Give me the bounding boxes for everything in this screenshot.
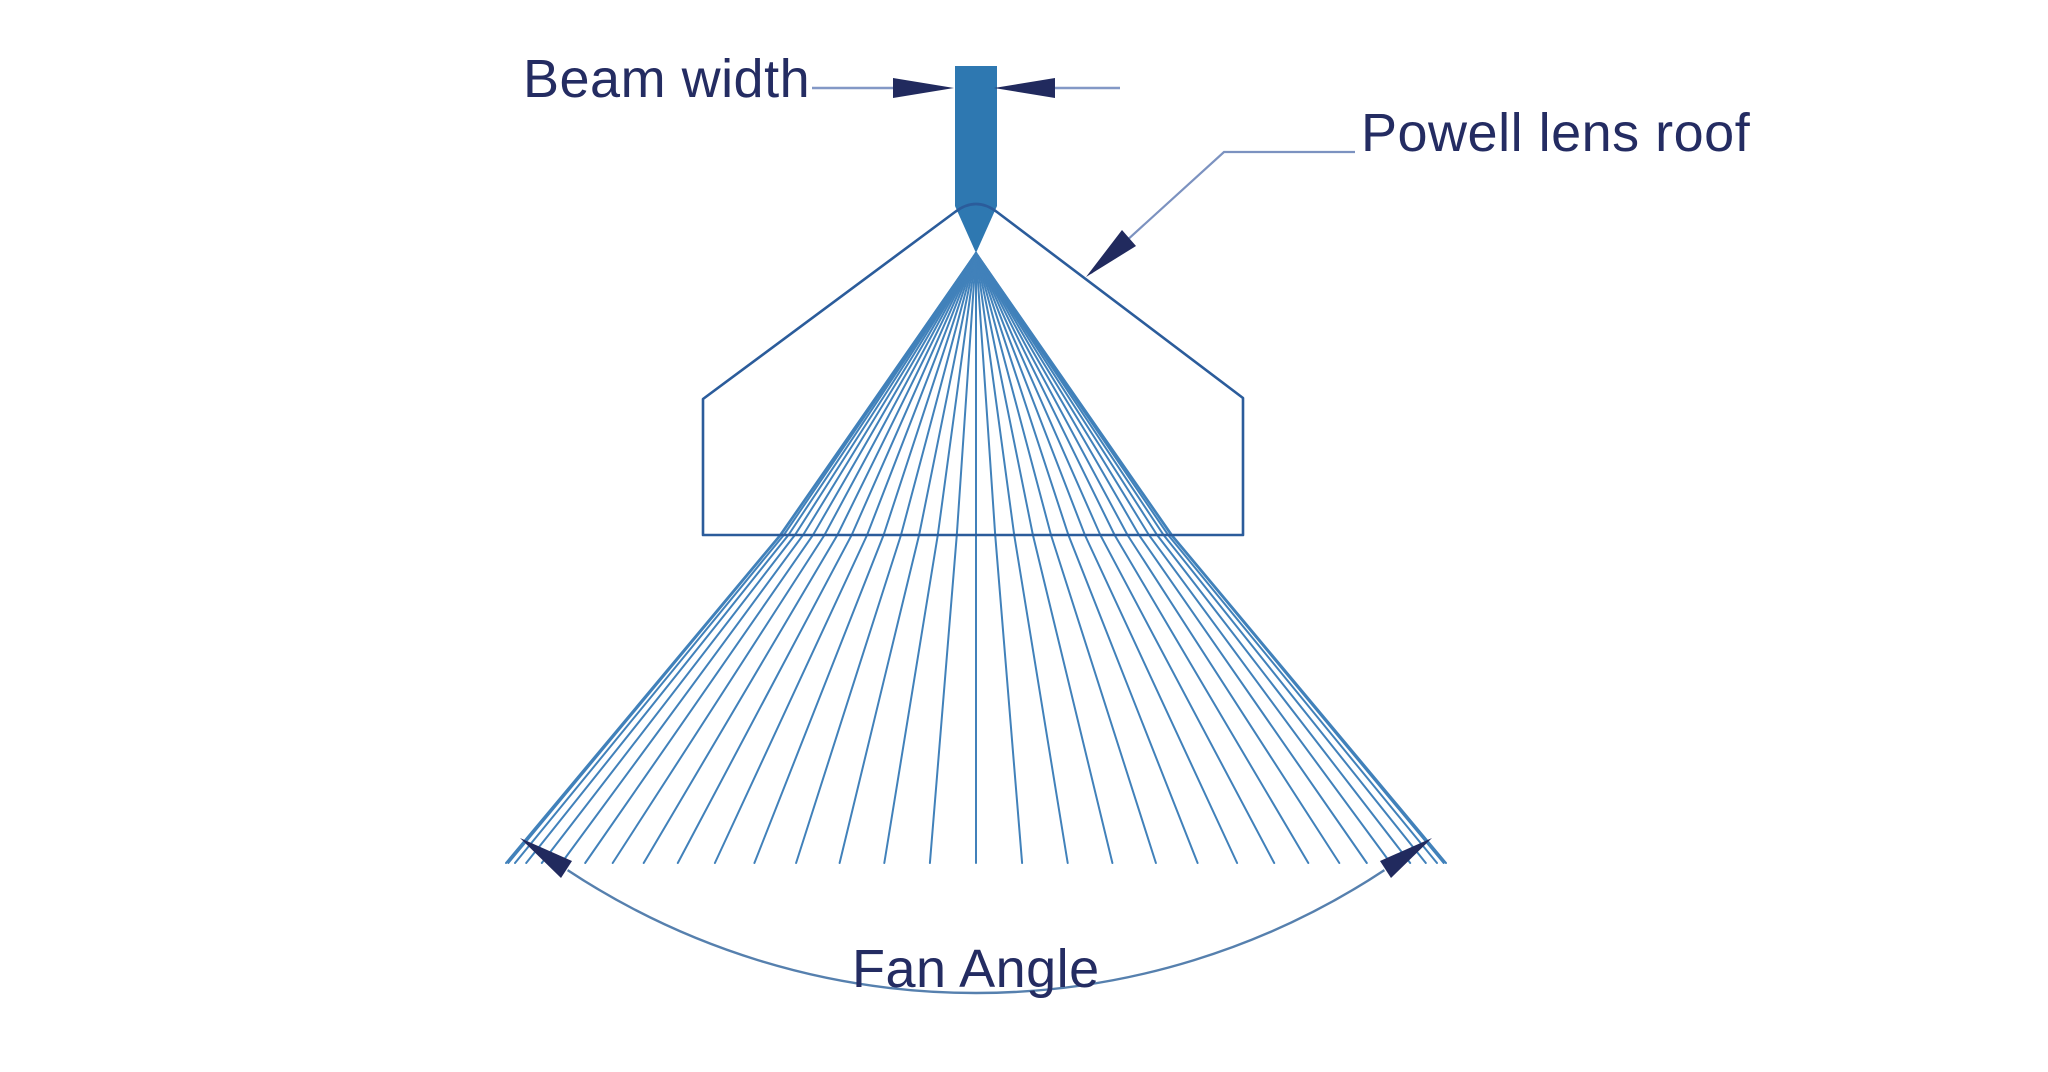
beam-width-arrowhead-right — [994, 78, 1055, 98]
ray — [975, 252, 1427, 864]
beam-width-arrowhead-left — [893, 78, 954, 98]
lens-outline — [701, 202, 1245, 537]
ray — [975, 252, 1341, 864]
ray — [975, 252, 1447, 864]
laser-beam — [955, 66, 997, 253]
roof-leader-line — [1090, 150, 1355, 274]
ray-fan — [505, 252, 1447, 864]
ray — [525, 252, 977, 864]
fan-angle-arrowhead-left — [520, 838, 572, 878]
ray — [975, 252, 1024, 864]
fan-angle-arc — [566, 869, 1386, 995]
ray — [540, 252, 977, 864]
roof-leader-arrowhead — [1086, 230, 1136, 277]
fan-angle-dimension — [520, 838, 1432, 995]
ray — [975, 252, 1445, 864]
ray — [507, 252, 977, 864]
powell-lens-roof-label: Powell lens roof — [1361, 103, 1751, 163]
ray — [975, 252, 1412, 864]
ray — [505, 252, 977, 864]
ray — [611, 252, 977, 864]
beam-width-label: Beam width — [523, 49, 810, 109]
fan-angle-label: Fan Angle — [852, 939, 1100, 999]
beam-width-dimension — [812, 78, 1120, 98]
fan-angle-arrowhead-right — [1380, 838, 1432, 878]
roof-leader — [1086, 150, 1355, 277]
ray — [975, 252, 1199, 864]
ray — [928, 252, 977, 864]
ray — [753, 252, 977, 864]
